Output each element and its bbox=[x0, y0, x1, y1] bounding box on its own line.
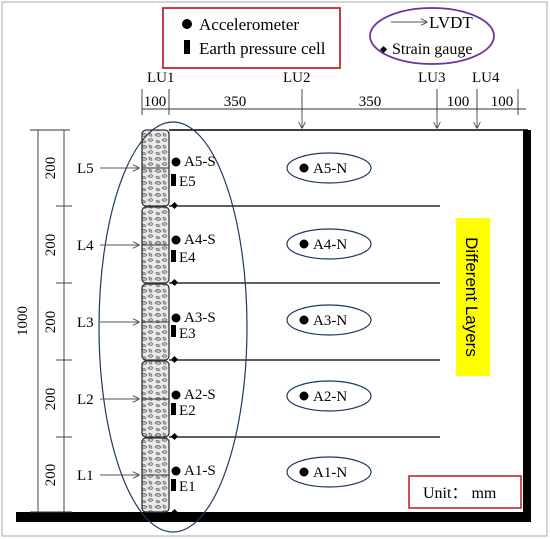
legend-lvdt-label: LVDT bbox=[429, 13, 473, 32]
layer-height-label: 200 bbox=[43, 464, 59, 487]
backfill-accelerometer-label: A2-N bbox=[313, 389, 347, 405]
backfill-accelerometer-label: A4-N bbox=[313, 237, 347, 253]
pressure-cell-label: E2 bbox=[179, 403, 196, 419]
legend-pressure-cell-label: Earth pressure cell bbox=[199, 39, 326, 58]
legend-frame bbox=[162, 7, 341, 69]
wall-accelerometer-label: A5-S bbox=[184, 154, 216, 170]
horizontal-dimension-line bbox=[141, 89, 526, 115]
right-rigid-boundary bbox=[523, 130, 531, 522]
wall-accelerometer-label: A2-S bbox=[184, 387, 216, 403]
accelerometer-icon bbox=[299, 315, 309, 325]
pressure-cell-label: E1 bbox=[179, 479, 196, 495]
wall-accelerometer-label: A3-S bbox=[184, 310, 216, 326]
strain-gauges bbox=[170, 201, 179, 517]
layer-height-label: 200 bbox=[43, 311, 59, 334]
lvdt-label-lu2: LU2 bbox=[283, 70, 311, 86]
pressure-cell-icon bbox=[171, 325, 176, 337]
lvdt-legend: LVDT Strain gauge bbox=[369, 7, 495, 65]
accelerometer-icon bbox=[171, 390, 181, 400]
pressure-cell-icon bbox=[171, 250, 176, 262]
dimension-label: 350 bbox=[224, 94, 247, 110]
different-layers-highlight bbox=[456, 218, 490, 376]
facing-wall bbox=[141, 129, 170, 513]
accelerometer-icon bbox=[171, 313, 181, 323]
wall-sensor-group-ellipse bbox=[98, 121, 248, 533]
layer-height-label: 200 bbox=[43, 234, 59, 257]
layer-label: L2 bbox=[77, 392, 94, 408]
accelerometer-icon bbox=[182, 19, 192, 29]
legend-accelerometer-label: Accelerometer bbox=[199, 15, 299, 34]
lvdt-arrows bbox=[302, 112, 477, 128]
accelerometer-icon bbox=[171, 466, 181, 476]
unit-label: Unit： mm bbox=[423, 485, 497, 502]
dimension-label: 100 bbox=[491, 94, 514, 110]
wall-sensors bbox=[171, 157, 181, 491]
layer-height-label: 200 bbox=[43, 157, 59, 180]
pressure-cell-label: E4 bbox=[179, 250, 196, 266]
backfill-accelerometer-label: A1-N bbox=[313, 465, 347, 481]
backfill-accelerometer-label: A5-N bbox=[313, 161, 347, 177]
accelerometer-icon bbox=[299, 239, 309, 249]
accelerometer-icon bbox=[299, 391, 309, 401]
backfill-accelerometer-label: A3-N bbox=[313, 313, 347, 329]
total-height-label: 1000 bbox=[15, 306, 31, 336]
layer-arrows bbox=[100, 168, 139, 475]
pressure-cell-icon bbox=[171, 174, 176, 186]
accelerometer-icon bbox=[299, 467, 309, 477]
pressure-cell-icon bbox=[184, 40, 190, 54]
dimension-label: 350 bbox=[359, 94, 382, 110]
layer-label: L5 bbox=[77, 161, 94, 177]
layer-label: L3 bbox=[77, 315, 94, 331]
accelerometer-icon bbox=[171, 235, 181, 245]
lvdt-label-lu1: LU1 bbox=[147, 70, 175, 86]
base-plate bbox=[16, 512, 531, 522]
pressure-cell-label: E5 bbox=[179, 174, 196, 190]
lvdt-label-lu3: LU3 bbox=[418, 70, 446, 86]
layer-height-label: 200 bbox=[43, 388, 59, 411]
dimension-label: 100 bbox=[447, 94, 470, 110]
unit-box bbox=[408, 475, 522, 509]
layer-label: L1 bbox=[77, 468, 94, 484]
layer-boundaries bbox=[169, 205, 440, 438]
layer-label: L4 bbox=[77, 238, 94, 254]
lvdt-label-lu4: LU4 bbox=[472, 70, 500, 86]
wall-accelerometer-label: A1-S bbox=[184, 463, 216, 479]
accelerometer-icon bbox=[171, 157, 181, 167]
pressure-cell-label: E3 bbox=[179, 326, 196, 342]
strain-gauge-icon bbox=[379, 45, 388, 54]
legend-box: Accelerometer Earth pressure cell bbox=[162, 7, 341, 69]
pressure-cell-icon bbox=[171, 403, 176, 415]
pressure-cell-icon bbox=[171, 479, 176, 491]
backfill-accelerometers bbox=[286, 152, 372, 488]
vertical-dimension-lines bbox=[30, 129, 72, 513]
wall-accelerometer-label: A4-S bbox=[184, 232, 216, 248]
accelerometer-icon bbox=[299, 163, 309, 173]
dimension-label: 100 bbox=[144, 94, 167, 110]
legend-strain-gauge-label: Strain gauge bbox=[392, 41, 472, 58]
different-layers-label: Different Layers bbox=[462, 237, 481, 357]
